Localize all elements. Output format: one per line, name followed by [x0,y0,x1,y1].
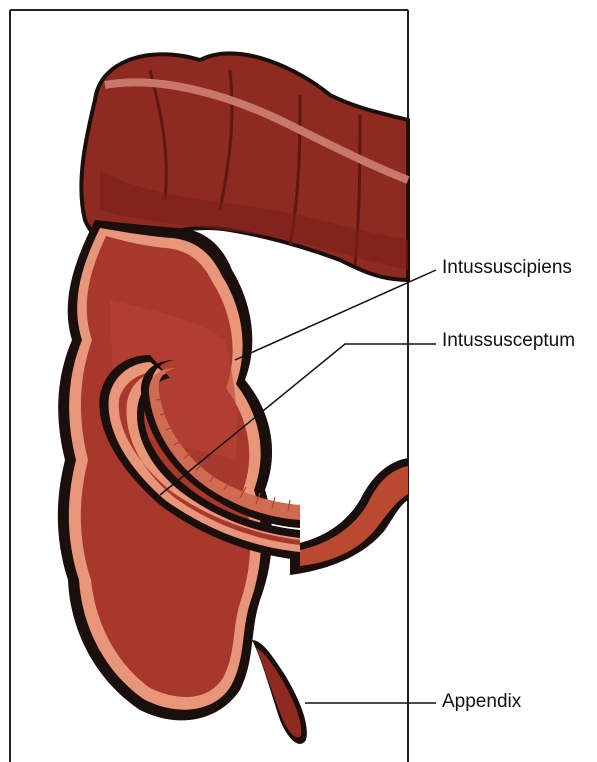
leader-line-intussuscipiens [235,270,436,360]
ileum [290,458,408,575]
label-appendix: Appendix [442,692,521,711]
appendix [252,640,307,744]
label-intussuscipiens: Intussuscipiens [442,258,572,277]
label-intussusceptum: Intussusceptum [442,331,575,350]
